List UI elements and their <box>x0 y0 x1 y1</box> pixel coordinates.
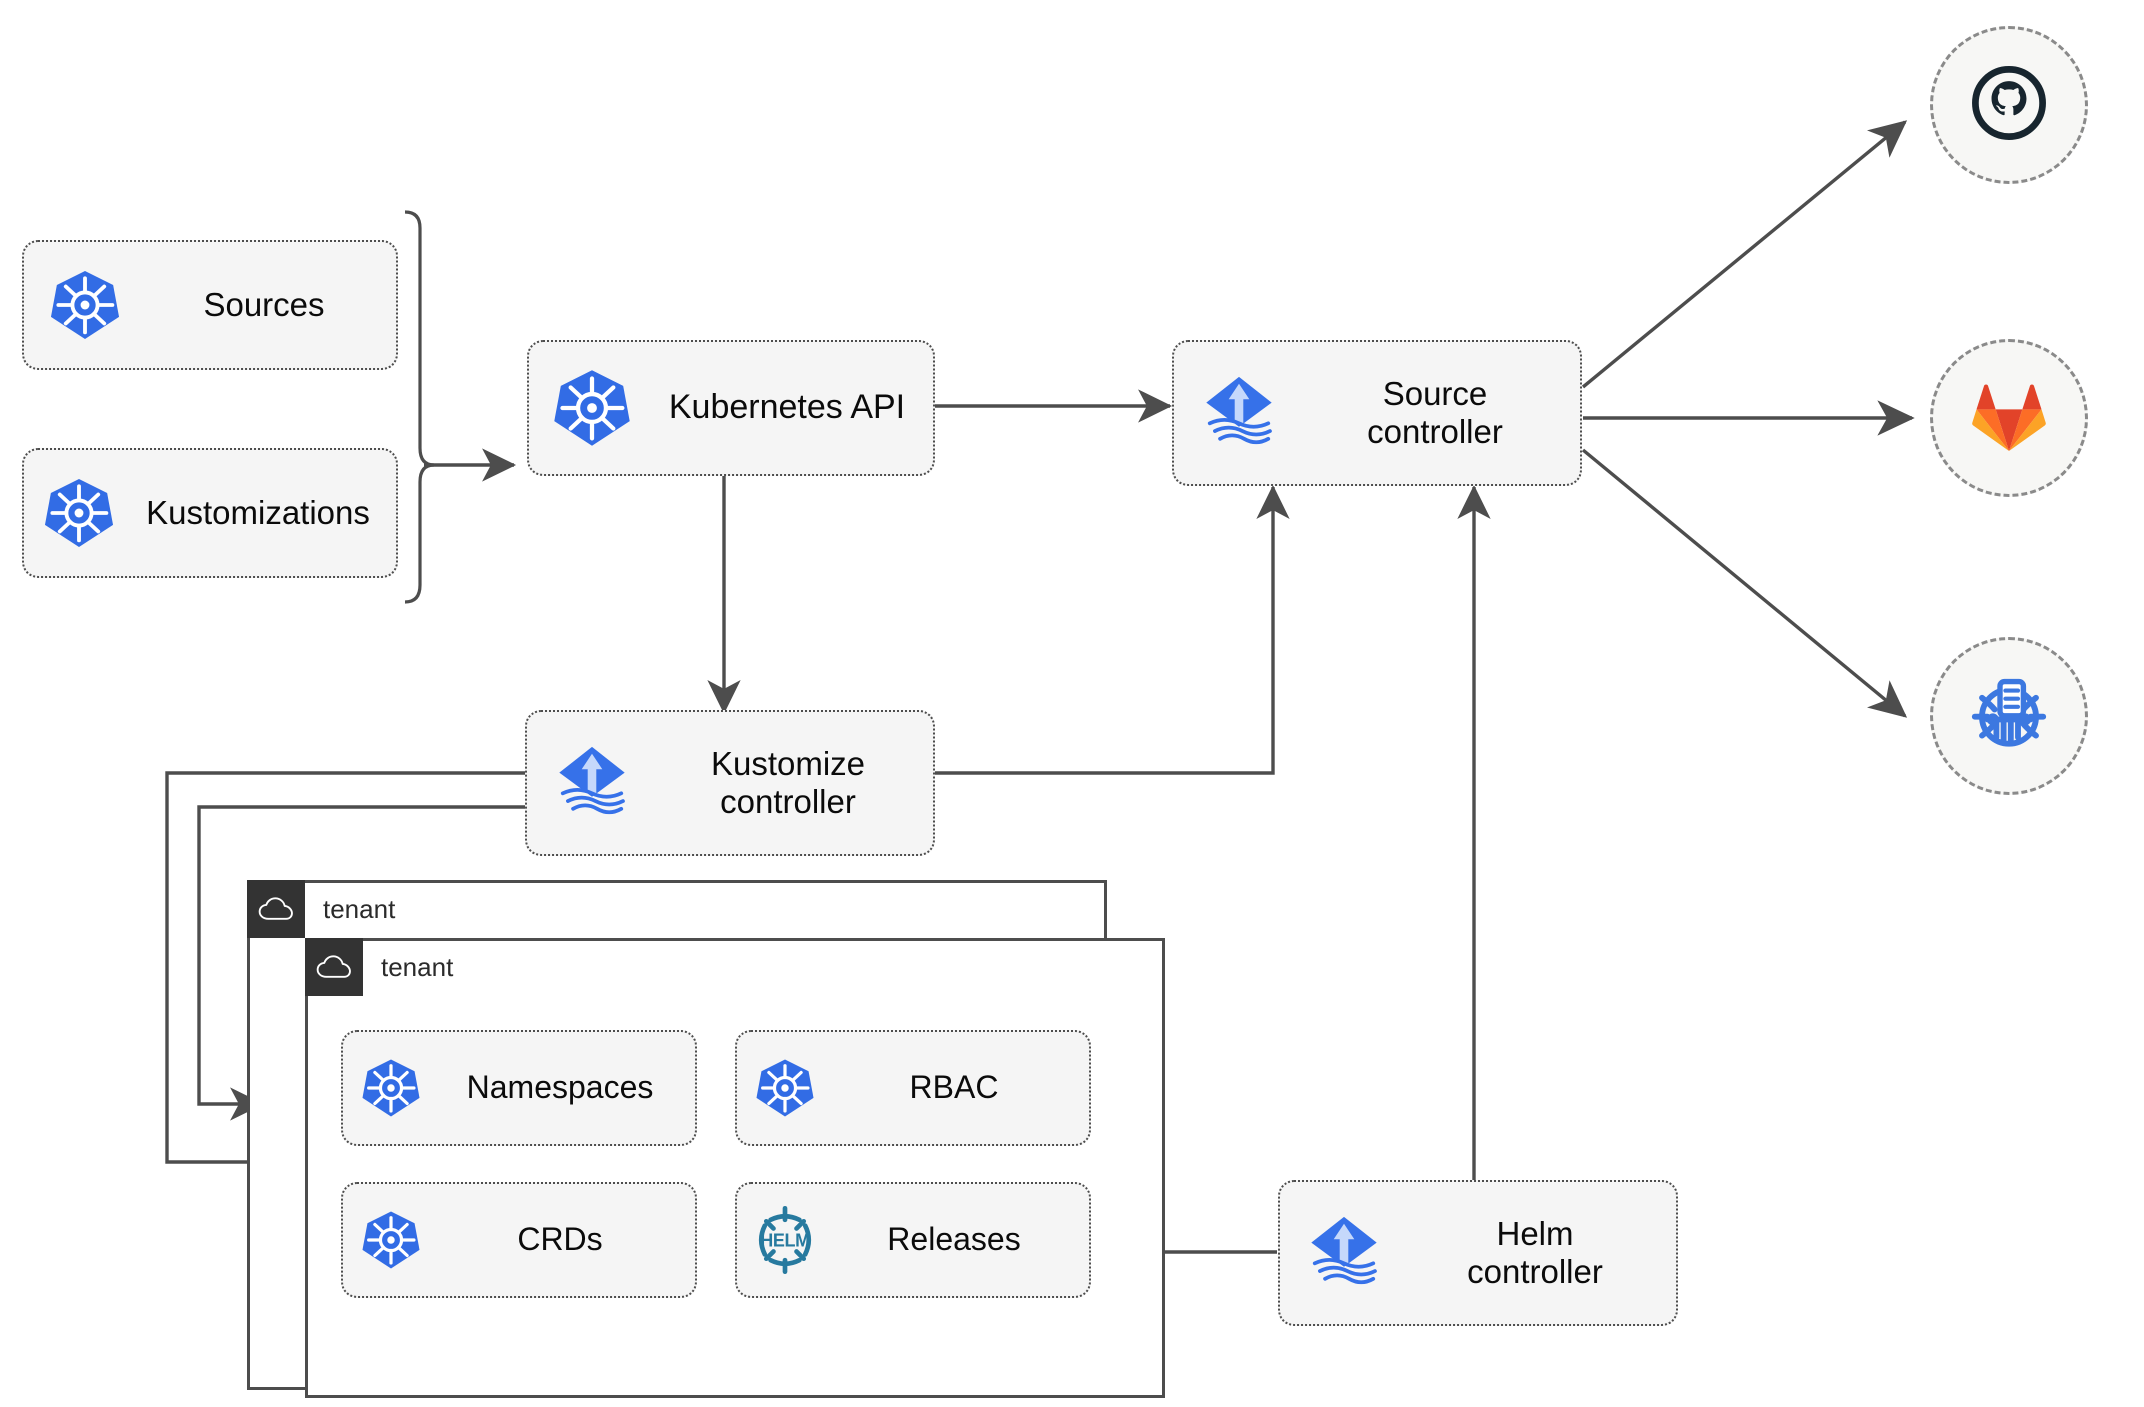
flux-icon <box>1280 1210 1408 1296</box>
cloud-icon <box>247 880 305 938</box>
node-sources[interactable]: Sources <box>22 240 398 370</box>
helm-registry-icon <box>1964 669 2054 764</box>
tenant-label: tenant <box>323 893 396 924</box>
external-github[interactable] <box>1930 26 2088 184</box>
node-label: Releases <box>887 1221 1021 1258</box>
node-label: Sources <box>203 285 325 323</box>
kubernetes-icon <box>343 1209 439 1271</box>
cloud-icon <box>305 938 363 996</box>
node-label: CRDs <box>517 1221 603 1258</box>
tenant-tab: tenant <box>247 880 395 938</box>
node-label: Namespaces <box>466 1069 654 1106</box>
kubernetes-icon <box>24 268 146 342</box>
external-gitlab[interactable] <box>1930 339 2088 497</box>
node-kustomize-controller[interactable]: Kustomize controller <box>525 710 935 856</box>
tenant-inner[interactable]: tenant <box>305 938 1165 1398</box>
flux-icon <box>527 740 657 826</box>
github-icon <box>1967 61 2051 150</box>
svg-text:HELM: HELM <box>760 1230 810 1250</box>
node-helm-controller[interactable]: Helm controller <box>1278 1180 1678 1326</box>
node-crds[interactable]: CRDs <box>341 1182 697 1298</box>
kubernetes-icon <box>343 1057 439 1119</box>
node-label: Helm controller <box>1467 1214 1603 1290</box>
tenant-tab: tenant <box>305 938 453 996</box>
node-kustomizations[interactable]: Kustomizations <box>22 448 398 578</box>
flux-icon <box>1174 370 1304 456</box>
tenant-label: tenant <box>381 951 454 982</box>
node-label: Kustomizations <box>146 493 370 531</box>
kubernetes-icon <box>737 1057 833 1119</box>
node-namespaces[interactable]: Namespaces <box>341 1030 697 1146</box>
external-helm-repository[interactable] <box>1930 637 2088 795</box>
node-releases[interactable]: HELM Releases <box>735 1182 1091 1298</box>
node-source-controller[interactable]: Source controller <box>1172 340 1582 486</box>
node-label: Kustomize controller <box>710 744 866 820</box>
node-label: Source controller <box>1367 374 1503 450</box>
gitlab-icon <box>1967 376 2051 461</box>
kubernetes-icon <box>24 476 134 550</box>
node-kubernetes-api[interactable]: Kubernetes API <box>527 340 935 476</box>
node-label: RBAC <box>909 1069 999 1106</box>
helm-icon: HELM <box>737 1204 833 1276</box>
node-label: Kubernetes API <box>668 388 906 427</box>
kubernetes-icon <box>529 367 655 449</box>
node-rbac[interactable]: RBAC <box>735 1030 1091 1146</box>
